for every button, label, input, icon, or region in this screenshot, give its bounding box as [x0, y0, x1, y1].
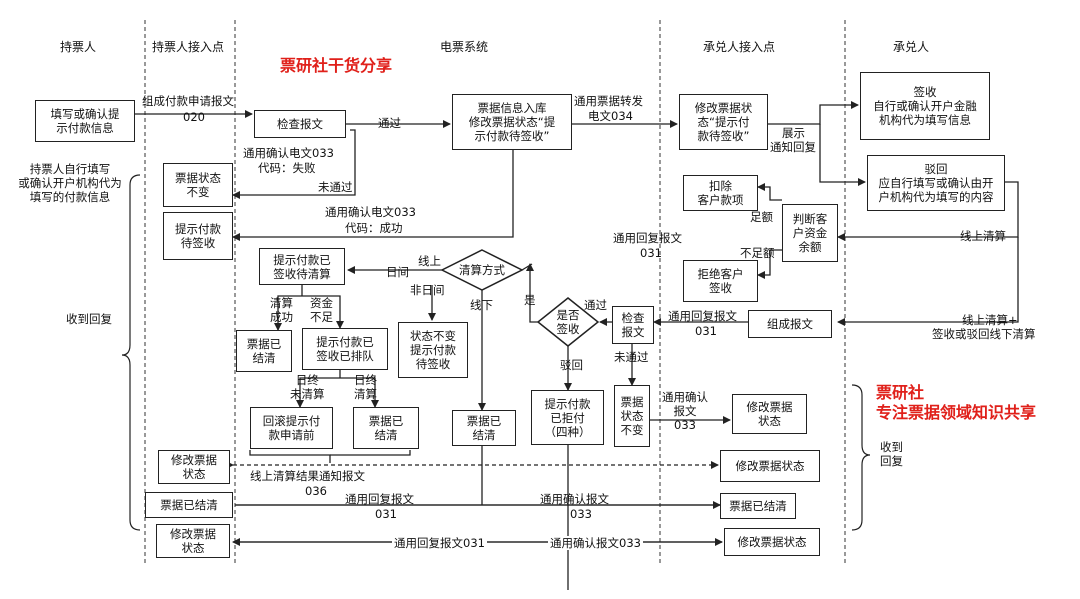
compose-message-box: 组成报文 — [748, 310, 832, 338]
label-reply-031-a-num: 031 — [640, 246, 662, 260]
label-code-fail: 代码：失败 — [258, 161, 316, 175]
clear-mode-diamond-label: 清算方式 — [459, 263, 505, 277]
label-reply-031-c-num: 031 — [375, 507, 397, 521]
label-clear-ok: 清算 成功 — [270, 296, 293, 324]
label-online-clear: 线上清算 — [960, 229, 1006, 243]
label-offline: 线下 — [470, 298, 493, 312]
label-received-reply-right: 收到 回复 — [880, 440, 903, 468]
label-notify-036: 线上清算结果通知报文 — [250, 469, 365, 483]
prompt-paid-queue-box: 提示付款已 签收已排队 — [302, 328, 388, 370]
reject-reply-box: 驳回 应自行填写或确认由开 户机构代为填写的内容 — [867, 155, 1005, 211]
label-confirm-033-d: 通用确认报文033 — [548, 536, 643, 550]
check-message-box: 检查报文 — [254, 110, 346, 138]
rollback-box: 回滚提示付 款申请前 — [250, 407, 333, 449]
right-brace — [851, 384, 871, 531]
status-unchanged-box-3: 票据 状态 不变 — [614, 385, 650, 447]
modify-status-mid-box: 修改票据 状态 — [732, 394, 807, 434]
label-online: 线上 — [418, 254, 441, 268]
label-sufficient: 足额 — [750, 210, 773, 224]
lane-header-acceptor-access: 承兑人接入点 — [703, 40, 776, 54]
label-reply-031-d: 通用回复报文031 — [392, 536, 487, 550]
label-notify-036-num: 036 — [305, 484, 327, 498]
label-insufficient: 不足额 — [740, 246, 775, 260]
bill-in-db-box: 票据信息入库 修改票据状态“提 示付款待签收” — [452, 94, 572, 150]
label-reject: 驳回 — [560, 358, 583, 372]
whether-sign-diamond-label: 是否 签收 — [556, 308, 580, 336]
modify-status-right-box-1: 修改票据状态 — [720, 450, 820, 482]
modify-status-right-box-2: 修改票据状态 — [724, 528, 820, 556]
label-non-intraday: 非日间 — [410, 283, 445, 297]
label-eod-cleared: 日终 清算 — [354, 373, 377, 401]
settled-right-box: 票据已结清 — [720, 493, 796, 519]
label-notice-reply: 通知回复 — [770, 140, 816, 154]
check-message-box-2: 检查 报文 — [612, 306, 654, 344]
label-funds-short: 资金 不足 — [310, 296, 333, 324]
sign-receive-box: 签收 自行或确认开户金融 机构代为填写信息 — [860, 72, 990, 140]
label-confirm-033-c: 通用确认报文 — [540, 492, 609, 506]
lane-header-acceptor: 承兑人 — [893, 40, 930, 54]
label-pass-1: 通过 — [378, 116, 401, 130]
prompt-pending-box: 提示付款 待签收 — [163, 212, 233, 260]
refuse-sign-box: 拒绝客户 签收 — [683, 260, 758, 302]
status-unchanged-box-1: 票据状态 不变 — [163, 163, 233, 207]
lane-header-holder: 持票人 — [60, 40, 97, 54]
settled-box-2: 票据已 结清 — [353, 407, 419, 449]
label-received-reply-left: 收到回复 — [66, 312, 112, 326]
label-confirm-033-ok: 通用确认电文033 — [325, 205, 416, 219]
label-not-pass-1: 未通过 — [318, 180, 353, 194]
label-show: 展示 — [782, 126, 805, 140]
left-brace — [121, 174, 141, 531]
label-compose-request: 组成付款申请报文 — [142, 94, 234, 108]
label-transfer-msg: 通用票据转发 — [574, 94, 643, 108]
judge-funds-box: 判断客 户资金 余额 — [782, 204, 838, 262]
prompt-refused-box: 提示付款 已拒付 （四种） — [531, 390, 604, 445]
label-reply-031-a: 通用回复报文 — [613, 231, 682, 245]
modify-status-top-box: 修改票据状 态“提示付 款待签收” — [679, 94, 768, 150]
label-yes: 是 — [524, 293, 536, 307]
label-confirm-033-fail: 通用确认电文033 — [243, 146, 334, 160]
settled-box-1: 票据已 结清 — [236, 330, 292, 372]
label-reply-031-b-num: 031 — [695, 324, 717, 338]
label-confirm-reply: 通用确认 报文 033 — [662, 390, 708, 432]
lane-header-system: 电票系统 — [440, 40, 489, 54]
modify-status-left-box-1: 修改票据 状态 — [158, 450, 230, 484]
status-unchanged-box-2: 状态不变 提示付款 待签收 — [398, 322, 468, 378]
label-pass-2: 通过 — [584, 298, 607, 312]
holder-note: 持票人自行填写 或确认开户机构代为 填写的付款信息 — [18, 162, 122, 204]
prompt-paid-pending-clear-box: 提示付款已 签收待清算 — [259, 248, 345, 285]
deduct-box: 扣除 客户款项 — [683, 175, 758, 211]
label-reply-031-b: 通用回复报文 — [668, 309, 737, 323]
label-eod-not-cleared: 日终 未清算 — [290, 373, 325, 401]
label-034: 电文034 — [588, 109, 633, 123]
lane-header-holder-access: 持票人接入点 — [152, 40, 225, 54]
modify-status-left-box-2: 修改票据 状态 — [156, 524, 230, 558]
label-020: 020 — [183, 110, 205, 124]
watermark-top: 票研社干货分享 — [280, 56, 393, 75]
label-online-clear-plus: 线上清算+ — [962, 313, 1018, 327]
label-sign-or-reject-offline: 签收或驳回线下清算 — [932, 327, 1036, 341]
label-intraday: 日间 — [386, 265, 409, 279]
label-not-pass-2: 未通过 — [614, 350, 649, 364]
settled-left-box: 票据已结清 — [145, 492, 233, 518]
label-code-ok: 代码：成功 — [345, 221, 403, 235]
label-confirm-033-c-num: 033 — [570, 507, 592, 521]
label-reply-031-c: 通用回复报文 — [345, 492, 414, 506]
settled-box-3: 票据已 结清 — [452, 410, 516, 446]
fill-pay-info-box: 填写或确认提 示付款信息 — [35, 100, 135, 142]
watermark-side: 票研社 专注票据领域知识共享 — [876, 383, 1037, 422]
